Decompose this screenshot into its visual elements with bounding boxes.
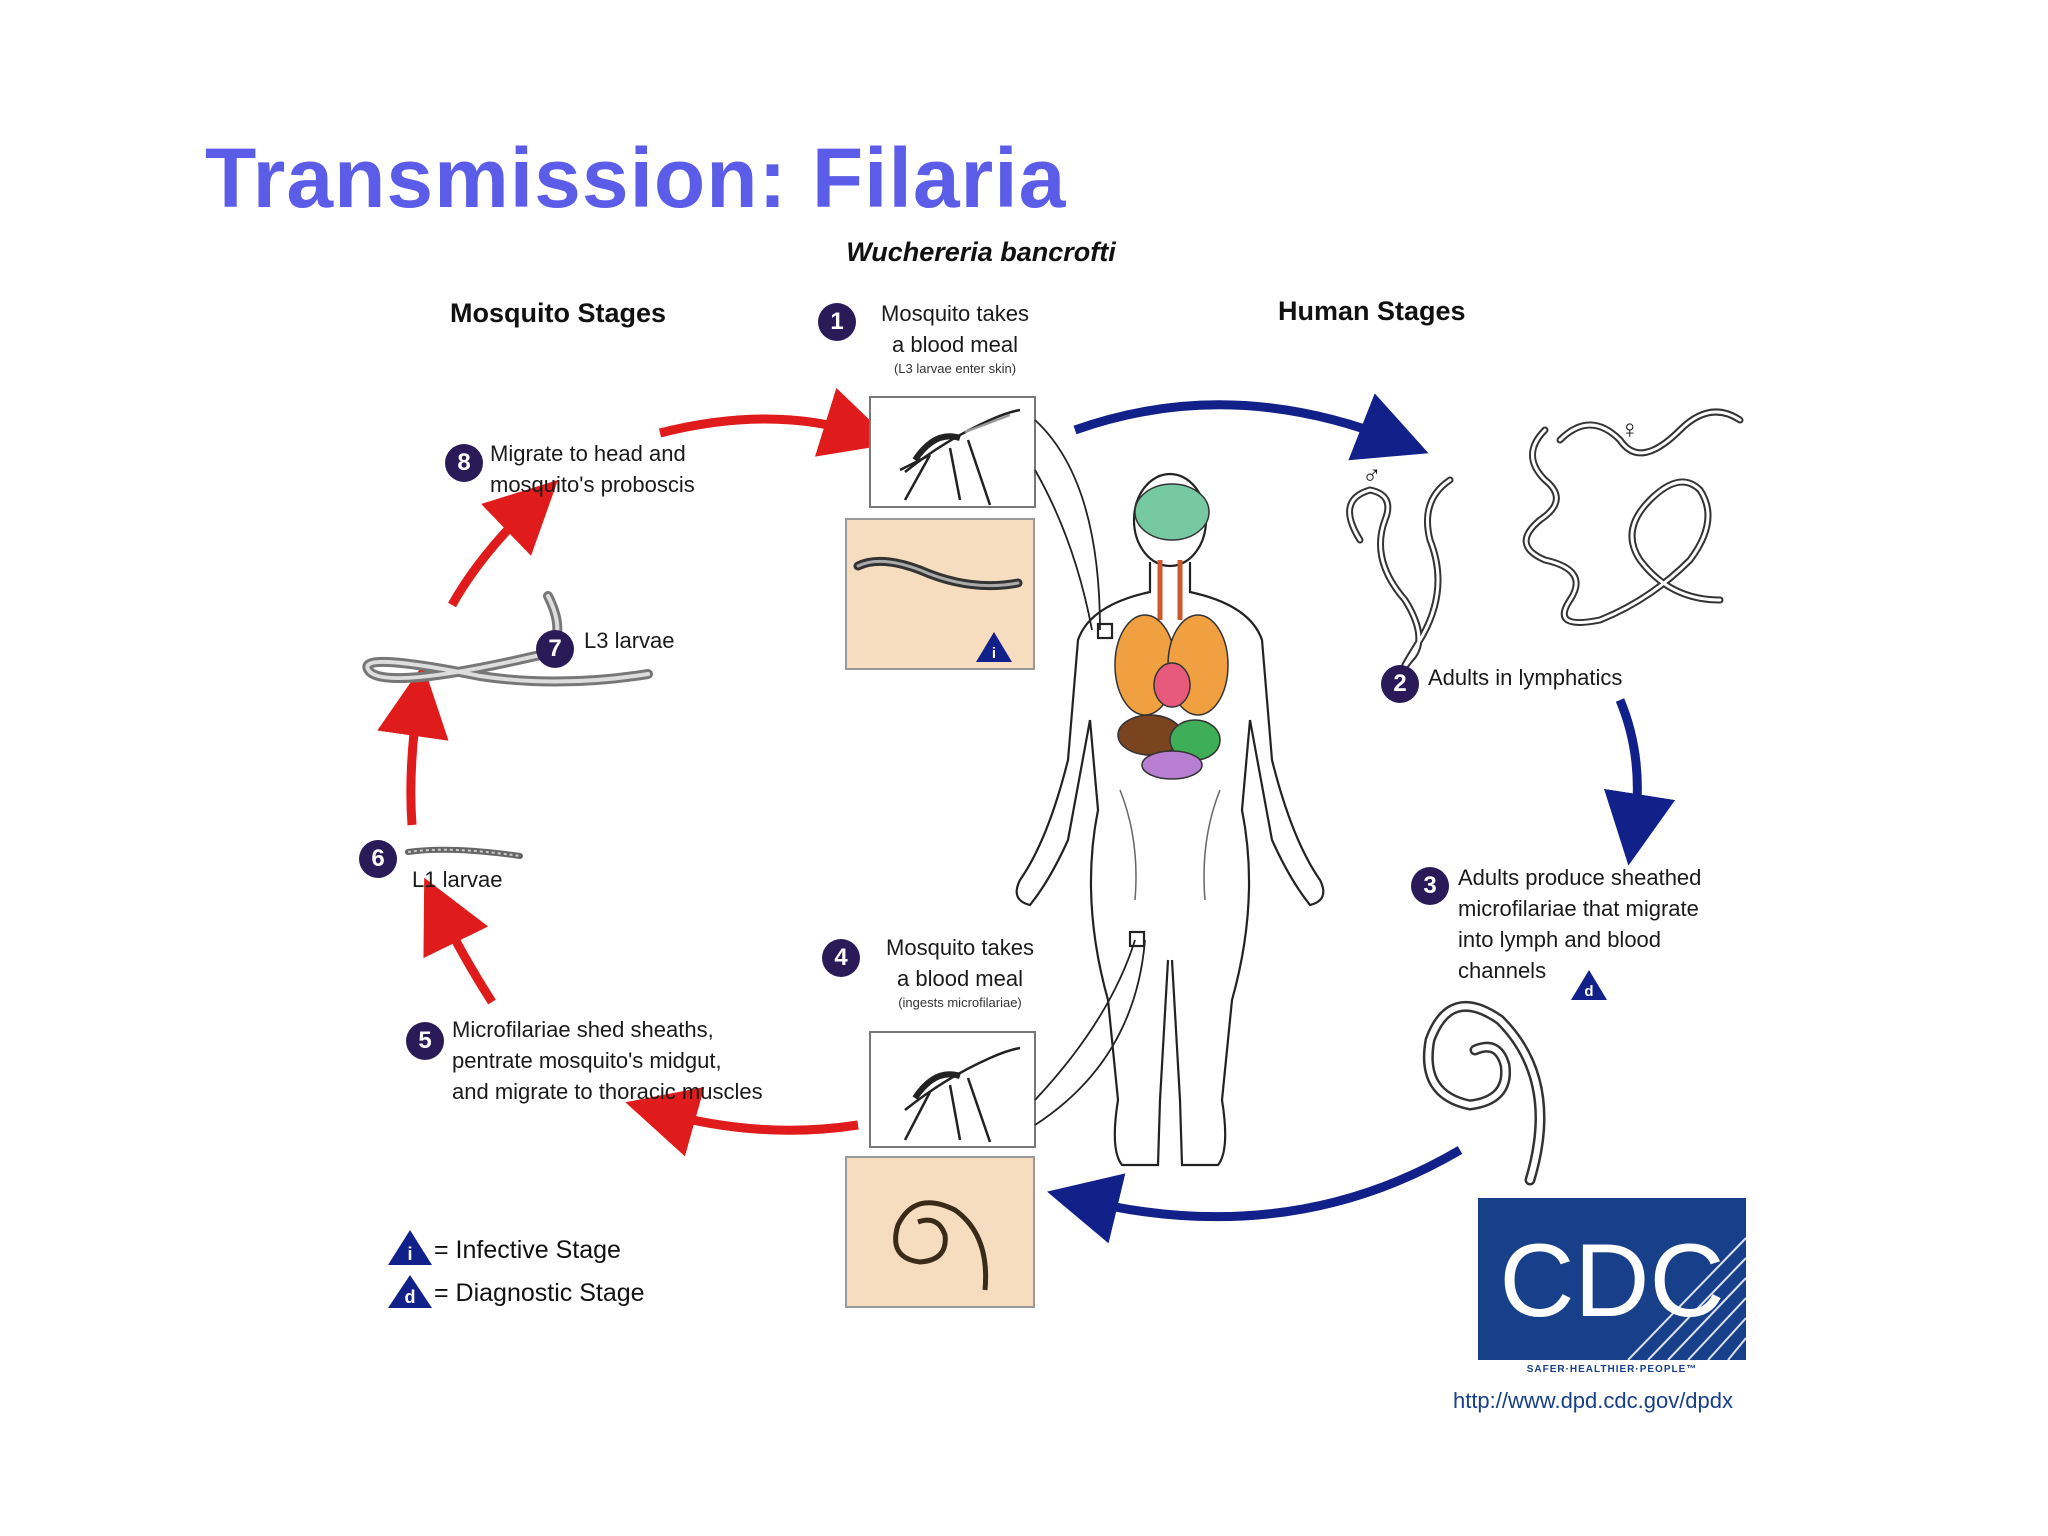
infective-stage-marker: i (976, 632, 1012, 662)
step-1-note: (L3 larvae enter skin) (893, 361, 1017, 376)
step-3-line-4: channels (1458, 958, 1547, 983)
step-2-badge: 2 (1381, 665, 1419, 703)
cdc-logo-lines: CDC (1499, 1223, 1746, 1360)
arrow-step-7-to-8 (448, 480, 558, 608)
step-2-label: Adults in lymphatics (1428, 665, 1623, 690)
svg-text:d: d (405, 1287, 416, 1307)
arrow-step-3-to-4 (1046, 1146, 1463, 1244)
legend-infective-text: = Infective Stage (434, 1236, 621, 1264)
cdc-tagline: SAFER·HEALTHIER·PEOPLE™ (1526, 1364, 1698, 1375)
section-mosquito-stages: Mosquito Stages (450, 298, 667, 328)
step-5-line-2: pentrate mosquito's midgut, (452, 1048, 722, 1073)
panel-step-1 (845, 396, 1036, 670)
step-8-line-1: Migrate to head and (490, 441, 686, 466)
arrow-step-4-to-5 (625, 1087, 859, 1157)
step-7-label: L3 larvae (584, 628, 675, 653)
legend-diagnostic-text: = Diagnostic Stage (434, 1279, 645, 1307)
internal-organs (1114, 483, 1229, 780)
step-3-line-1: Adults produce sheathed (1458, 865, 1702, 890)
section-human-stages: Human Stages (1278, 296, 1466, 326)
diagnostic-stage-marker: d (1571, 970, 1607, 1000)
arrow-step-2-to-3 (1604, 698, 1676, 866)
step-5-badge: 5 (406, 1022, 444, 1060)
adult-worms-icon (1346, 408, 1744, 671)
page-title: Transmission: Filaria (205, 131, 1067, 225)
arrow-step-6-to-7 (377, 664, 449, 826)
diagnostic-marker-symbol: d (1584, 983, 1593, 1000)
step-3-badge: 3 (1411, 867, 1449, 905)
step-1-line-2: a blood meal (892, 332, 1018, 357)
legend-infective-icon: i (388, 1230, 432, 1265)
step-6-badge: 6 (359, 840, 397, 878)
infective-marker-symbol: i (992, 645, 996, 662)
human-body-figure (1015, 472, 1325, 1167)
step-5-line-3: and migrate to thoracic muscles (452, 1079, 763, 1104)
step-4-line-2: a blood meal (897, 966, 1023, 991)
mosquito-icon (899, 408, 1021, 506)
svg-text:i: i (407, 1244, 412, 1264)
step-1-badge: 1 (818, 303, 856, 341)
step-4-badge: 4 (822, 939, 860, 977)
arrow-step-8-to-1 (658, 387, 895, 457)
mosquito-icon (903, 1046, 1021, 1143)
step-4-note: (ingests microfilariae) (898, 995, 1022, 1010)
step-8-line-2: mosquito's proboscis (490, 472, 695, 497)
step-7-badge: 7 (536, 630, 574, 668)
step-8-badge: 8 (445, 444, 483, 482)
microfilaria-icon (893, 1200, 989, 1291)
male-symbol: ♂ (1362, 460, 1382, 490)
step-3-line-3: into lymph and blood (1458, 927, 1662, 952)
cdc-logo-text: CDC (1499, 1223, 1724, 1339)
cdc-url: http://www.dpd.cdc.gov/dpdx (1452, 1388, 1734, 1413)
step-5-line-1: Microfilariae shed sheaths, (452, 1017, 714, 1042)
step-3-line-2: microfilariae that migrate (1458, 896, 1699, 921)
female-symbol: ♀ (1620, 414, 1640, 444)
legend-diagnostic-icon: d (388, 1275, 432, 1308)
arrow-step-5-to-6 (423, 877, 496, 1005)
l1-larvae-icon (405, 846, 523, 859)
species-name: Wuchereria bancrofti (846, 237, 1116, 267)
panel-step-4 (845, 1031, 1036, 1308)
step-1-line-1: Mosquito takes (881, 301, 1029, 326)
step-6-label: L1 larvae (412, 867, 503, 892)
step-4-line-1: Mosquito takes (886, 935, 1034, 960)
arrow-step-1-to-2 (1073, 393, 1429, 461)
cdc-logo: CDC (1478, 1198, 1746, 1360)
